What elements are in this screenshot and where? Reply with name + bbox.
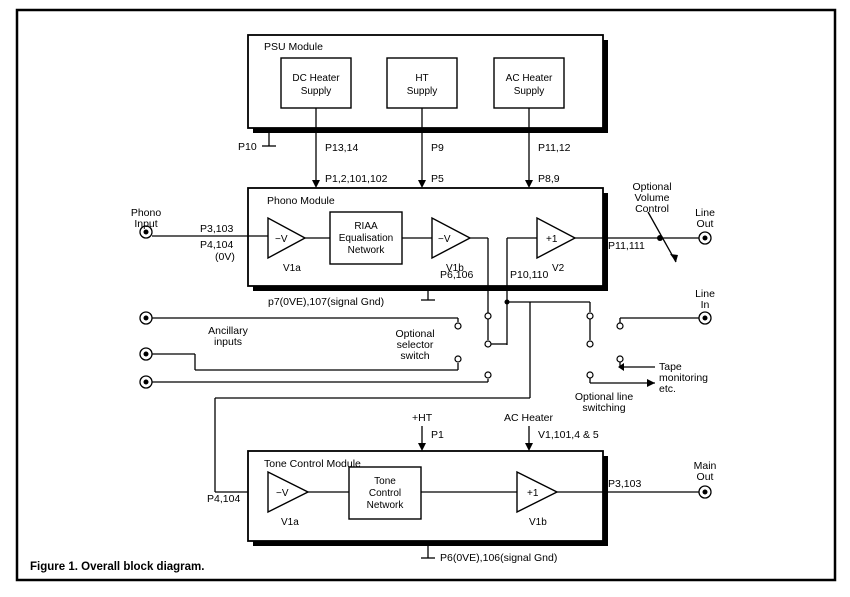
svg-text:V1a: V1a (281, 517, 299, 528)
svg-text:P5: P5 (431, 173, 444, 185)
svg-text:p7(0VE),107(signal Gnd): p7(0VE),107(signal Gnd) (268, 296, 384, 308)
svg-text:P11,111: P11,111 (608, 240, 645, 252)
svg-text:inputs: inputs (214, 336, 242, 348)
figure-caption: Figure 1. Overall block diagram. (30, 561, 204, 573)
svg-text:Out: Out (697, 471, 714, 483)
phono-module: Phono Module −V V1a RIAA Equalisation Ne… (247, 187, 608, 345)
psu-module: PSU Module DC Heater Supply HT Supply AC… (238, 34, 608, 153)
svg-text:DC Heater: DC Heater (292, 73, 340, 84)
svg-text:−V: −V (438, 234, 451, 245)
svg-text:P4,104: P4,104 (200, 239, 233, 251)
svg-text:Network: Network (367, 500, 405, 511)
svg-text:P8,9: P8,9 (538, 173, 560, 185)
svg-text:V1b: V1b (529, 517, 547, 528)
svg-text:Supply: Supply (301, 86, 332, 97)
svg-text:etc.: etc. (659, 383, 676, 395)
psu-phono-links: P13,14 P1,2,101,102 P9 P5 P11,12 P8,9 (312, 108, 571, 188)
svg-text:+1: +1 (527, 488, 539, 499)
svg-text:AC Heater: AC Heater (506, 73, 553, 84)
svg-text:Volume: Volume (634, 192, 669, 204)
psu-p10-label: P10 (238, 141, 257, 153)
svg-text:Optional: Optional (632, 181, 671, 193)
svg-text:switch: switch (400, 350, 429, 362)
svg-text:P1: P1 (431, 429, 444, 441)
svg-text:−V: −V (276, 488, 289, 499)
svg-text:Line: Line (695, 288, 715, 300)
svg-text:Optional: Optional (395, 328, 434, 340)
svg-text:V1,101,4 & 5: V1,101,4 & 5 (538, 429, 599, 441)
tone-module: +HT P1 AC Heater V1,101,4 & 5 Tone Contr… (207, 412, 717, 564)
svg-text:V2: V2 (552, 263, 565, 274)
svg-text:In: In (701, 299, 710, 311)
svg-text:switching: switching (582, 402, 625, 414)
svg-text:V1a: V1a (283, 263, 301, 274)
svg-text:−V: −V (275, 234, 288, 245)
tone-title: Tone Control Module (264, 458, 361, 470)
svg-text:HT: HT (415, 73, 428, 84)
svg-text:Phono: Phono (131, 207, 162, 219)
svg-text:Tape: Tape (659, 361, 682, 373)
outer-frame (15, 8, 837, 582)
svg-text:Ancillary: Ancillary (208, 325, 248, 337)
line-out: P11,111 Optional Volume Control Line Out (575, 181, 715, 263)
svg-text:P4,104: P4,104 (207, 493, 240, 505)
svg-text:V1b: V1b (446, 263, 464, 274)
svg-text:Control: Control (635, 203, 669, 215)
svg-text:P11,12: P11,12 (538, 142, 571, 154)
svg-text:P3,103: P3,103 (608, 478, 641, 490)
svg-text:Control: Control (369, 488, 401, 499)
selector-switch: Ancillary inputs Optional selector switc… (139, 288, 715, 493)
svg-text:P6,106: P6,106 (440, 269, 473, 281)
svg-text:Line: Line (695, 207, 715, 219)
svg-text:Main: Main (694, 460, 717, 472)
svg-text:Supply: Supply (514, 86, 545, 97)
phono-input: Phono Input P3,103 P4,104 (0V) (131, 207, 268, 263)
svg-text:+HT: +HT (412, 412, 433, 424)
svg-text:Supply: Supply (407, 86, 438, 97)
svg-text:P1,2,101,102: P1,2,101,102 (325, 173, 388, 185)
phono-title: Phono Module (267, 195, 335, 207)
svg-text:P10,110: P10,110 (510, 269, 548, 281)
svg-text:Tone: Tone (374, 476, 396, 487)
svg-text:AC Heater: AC Heater (504, 412, 554, 424)
svg-text:P13,14: P13,14 (325, 142, 358, 154)
svg-text:Out: Out (697, 218, 714, 230)
phono-amp-v1a (267, 216, 307, 260)
tone-amp-v1a (267, 470, 310, 514)
svg-text:P6(0VE),106(signal Gnd): P6(0VE),106(signal Gnd) (440, 552, 557, 564)
svg-text:Optional line: Optional line (575, 391, 634, 403)
svg-text:Input: Input (134, 218, 157, 230)
svg-text:+1: +1 (546, 234, 558, 245)
svg-text:RIAA: RIAA (354, 221, 378, 232)
svg-text:P3,103: P3,103 (200, 223, 233, 235)
svg-text:selector: selector (397, 339, 434, 351)
tone-control-network (348, 466, 422, 520)
svg-text:monitoring: monitoring (659, 372, 708, 384)
psu-title: PSU Module (264, 41, 323, 53)
svg-text:P9: P9 (431, 142, 444, 154)
svg-text:Network: Network (348, 245, 386, 256)
ht-supply (386, 57, 458, 109)
svg-text:(0V): (0V) (215, 251, 235, 263)
svg-text:Equalisation: Equalisation (339, 233, 393, 244)
